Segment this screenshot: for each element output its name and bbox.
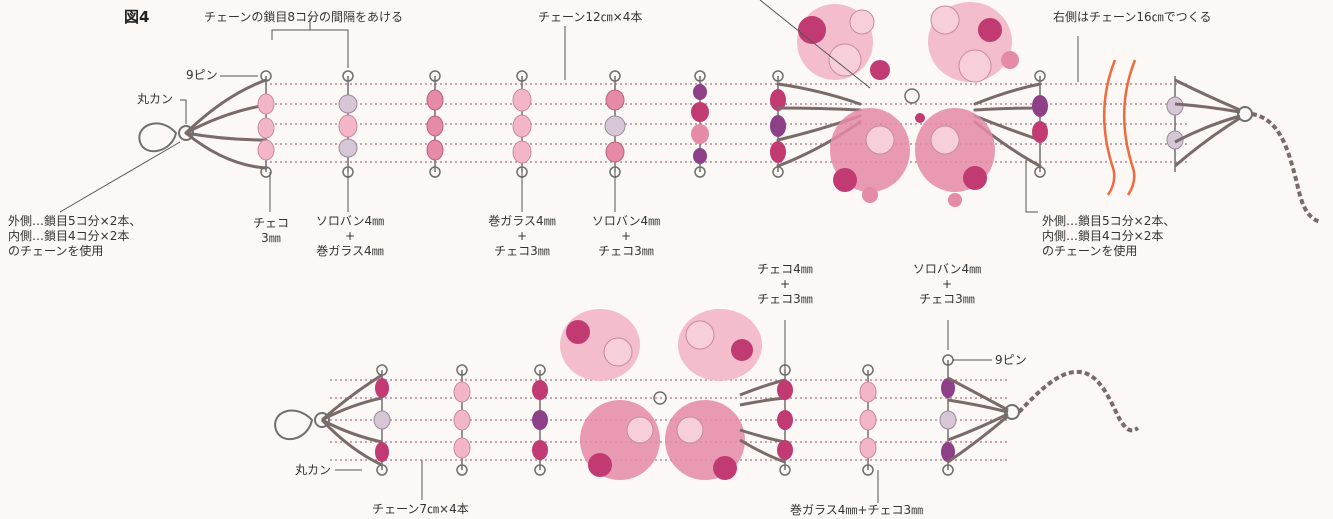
label-line: + (472, 229, 572, 244)
bottom-maki-note: 巻ガラス4㎜+チェコ3㎜ (790, 503, 923, 518)
label-line: チェコ (248, 216, 294, 231)
bottom-bow-motif (560, 309, 762, 480)
label-line: 巻ガラス4㎜ (472, 214, 572, 229)
top-bracelet (139, 2, 1320, 222)
label-line: チェコ3㎜ (576, 244, 676, 259)
top-strands (265, 84, 1190, 162)
right-chain-usage-line: のチェーンを使用 (1042, 244, 1175, 259)
label-line: 3㎜ (248, 231, 294, 246)
bottom-ring-label: 丸カン (295, 463, 331, 478)
right-side-note: 右側はチェーン16㎝でつくる (1053, 10, 1211, 25)
maki-czech-label: 巻ガラス4㎜ + チェコ3㎜ (472, 214, 572, 259)
right-chain-usage: 外側…鎖目5コ分×2本、 内側…鎖目4コ分×2本 のチェーンを使用 (1042, 214, 1175, 259)
soroban-czech-label: ソロバン4㎜ + チェコ3㎜ (576, 214, 676, 259)
bottom-chain-note: チェーン7㎝×4本 (372, 502, 469, 517)
left-chain-usage-line: のチェーンを使用 (8, 244, 141, 259)
left-chain-usage-line: 外側…鎖目5コ分×2本、 (8, 214, 141, 229)
top-chain-note: チェーン12㎝×4本 (538, 10, 642, 25)
top-ring-label: 丸カン (137, 92, 173, 107)
bottom-bracelet (275, 309, 1138, 480)
top-right-end (1167, 76, 1320, 222)
spacing-note: チェーンの鎖目8コ分の間隔をあける (204, 10, 403, 25)
label-line: + (892, 277, 1002, 292)
label-line: チェコ3㎜ (472, 244, 572, 259)
label-line: チェコ3㎜ (735, 292, 835, 307)
label-line: ソロバン4㎜ (300, 214, 400, 229)
soroban-maki-label: ソロバン4㎜ + 巻ガラス4㎜ (300, 214, 400, 259)
label-line: チェコ4㎜ (735, 262, 835, 277)
left-chain-usage-line: 内側…鎖目4コ分×2本 (8, 229, 141, 244)
right-chain-usage-line: 内側…鎖目4コ分×2本 (1042, 229, 1175, 244)
figure-title: 図4 (124, 10, 149, 25)
bottom-pin-label: 9ピン (995, 353, 1027, 368)
label-line: + (576, 229, 676, 244)
label-line: + (735, 277, 835, 292)
bottom-czech-combo-label: チェコ4㎜ + チェコ3㎜ (735, 262, 835, 307)
top-break-marks (1104, 60, 1135, 195)
bottom-right-bars (740, 355, 1138, 475)
label-line: チェコ3㎜ (892, 292, 1002, 307)
top-left-clasp (139, 123, 193, 151)
label-line: 巻ガラス4㎜ (300, 244, 400, 259)
left-chain-usage: 外側…鎖目5コ分×2本、 内側…鎖目4コ分×2本 のチェーンを使用 (8, 214, 141, 259)
right-chain-usage-line: 外側…鎖目5コ分×2本、 (1042, 214, 1175, 229)
label-line: ソロバン4㎜ (576, 214, 676, 229)
top-pin-label: 9ピン (186, 68, 218, 83)
bottom-soroban-combo-label: ソロバン4㎜ + チェコ3㎜ (892, 262, 1002, 307)
label-line: + (300, 229, 400, 244)
czech-3mm-label: チェコ 3㎜ (248, 216, 294, 246)
top-left-fan-chains (186, 80, 266, 168)
label-line: ソロバン4㎜ (892, 262, 1002, 277)
